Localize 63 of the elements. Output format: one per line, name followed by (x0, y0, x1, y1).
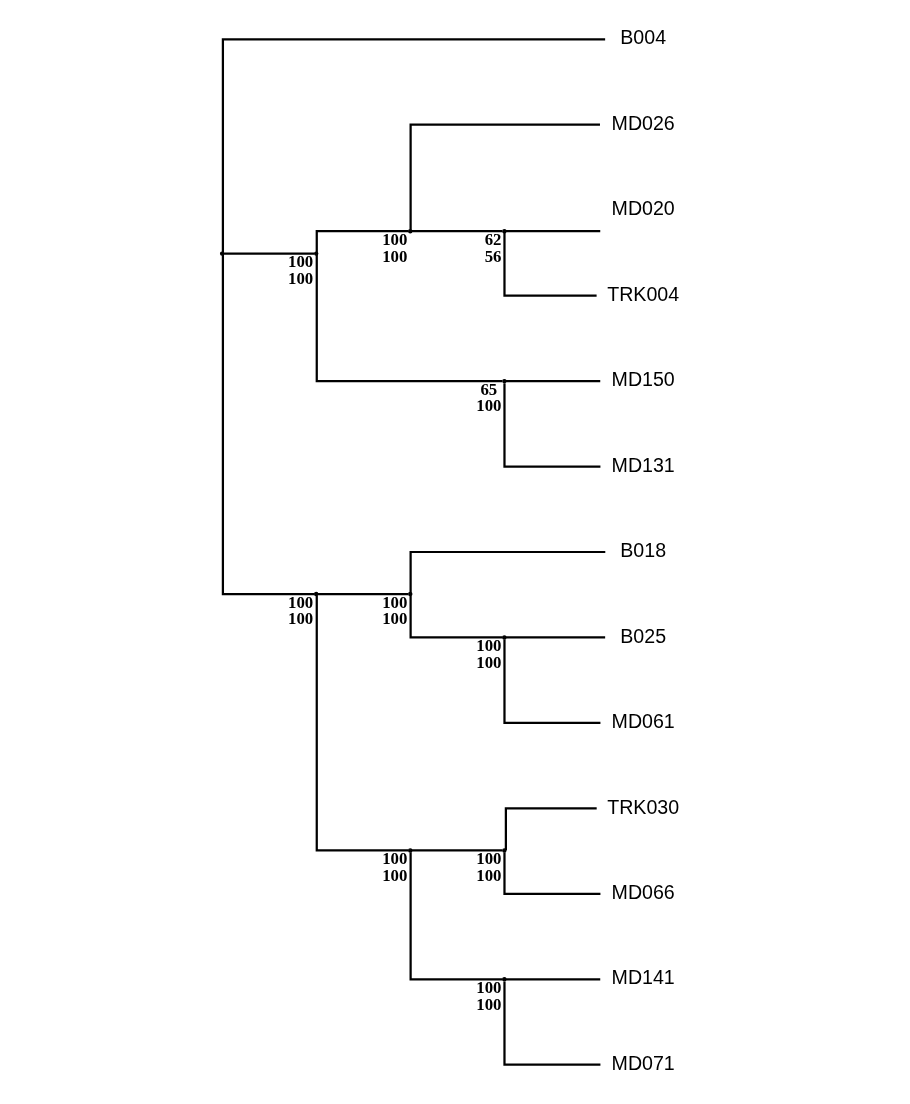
node-text: MD141 (611, 966, 675, 989)
connector (223, 252, 315, 255)
node-text: TRK030 (607, 795, 680, 818)
connector (503, 981, 601, 1066)
connector (315, 230, 409, 253)
connector (221, 38, 606, 253)
node-label: 100 (476, 396, 502, 416)
connector (504, 807, 597, 851)
connector (409, 550, 606, 593)
node-point (219, 251, 225, 256)
node-point (502, 848, 507, 853)
node-point (408, 229, 413, 234)
connector (411, 230, 503, 233)
node-label: 100 (382, 246, 408, 266)
node-label: 100 (476, 865, 502, 885)
connector (503, 852, 601, 895)
node-text: B004 (620, 26, 667, 49)
node-point (408, 591, 413, 597)
connector (503, 639, 601, 725)
connector (411, 849, 503, 852)
node-text: MD026 (611, 111, 675, 134)
node-point (314, 251, 319, 256)
node-text: MD131 (611, 453, 675, 476)
node-text: MD066 (611, 881, 675, 903)
node-label: 100 (288, 592, 314, 612)
node-label: 100 (382, 229, 408, 249)
node-label: 100 (476, 848, 502, 868)
node-text: MD071 (611, 1051, 675, 1074)
node-text: MD150 (611, 368, 675, 391)
node-text: TRK004 (607, 282, 680, 305)
node-label: 100 (476, 994, 502, 1014)
connector (503, 383, 601, 468)
node-label: 100 (476, 977, 502, 997)
connector (505, 230, 601, 233)
node-label: 100 (288, 609, 314, 629)
node-text: B025 (620, 624, 667, 647)
node-point (314, 591, 319, 597)
node-point (408, 848, 413, 853)
connector (505, 379, 601, 383)
connector (221, 255, 315, 596)
connector (409, 123, 600, 230)
connector (505, 636, 606, 639)
connector (315, 595, 409, 852)
node-label: 100 (382, 592, 408, 612)
connector (317, 592, 409, 596)
node-text: MD020 (611, 197, 675, 220)
node-label: 62 (484, 229, 502, 249)
connector (505, 978, 601, 981)
node-label: 56 (484, 246, 502, 266)
node-label: 100 (382, 848, 408, 868)
node-point (502, 229, 507, 234)
node-label: 65 (480, 379, 498, 399)
node-text: MD061 (611, 710, 675, 733)
connector (503, 232, 597, 297)
node-label: 100 (382, 609, 408, 629)
node-point (502, 635, 507, 640)
node-point (502, 378, 507, 384)
connector (315, 255, 503, 383)
node-text: B018 (620, 539, 667, 562)
node-point (502, 977, 507, 982)
connector (409, 595, 503, 639)
connector (409, 852, 503, 981)
node-label: 100 (382, 865, 408, 885)
